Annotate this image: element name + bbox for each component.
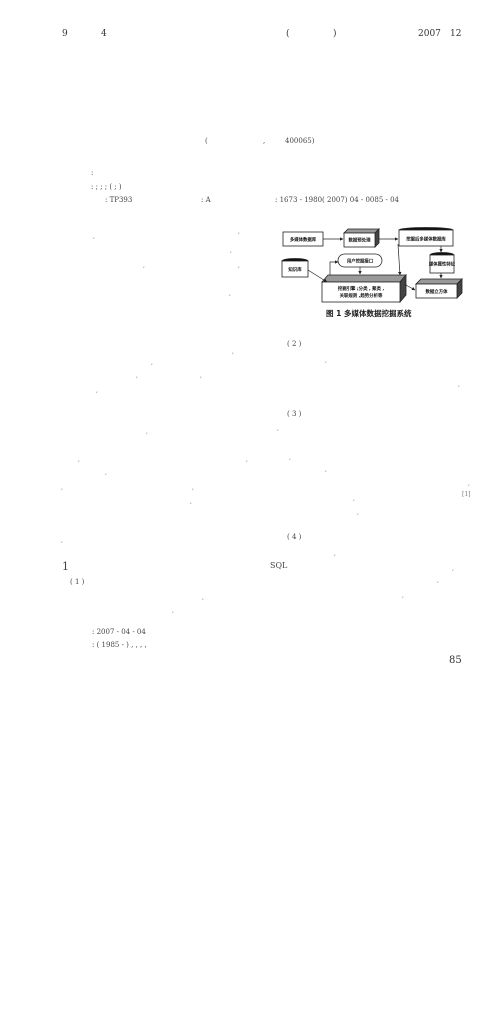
punct-mark: , (105, 469, 107, 476)
punct-mark: , (230, 247, 232, 254)
punct-mark: , (93, 233, 95, 240)
sql-term: SQL (270, 561, 288, 570)
punct-mark: , (334, 550, 336, 557)
punct-mark: , (146, 428, 148, 435)
punct-mark: , (437, 577, 439, 584)
punct-mark: , (402, 592, 404, 599)
punct-mark: , (200, 372, 202, 379)
punct-mark: , (325, 466, 327, 473)
arrow-kb-to-engine (307, 269, 328, 283)
punct-mark: , (202, 594, 204, 601)
punct-mark: , (229, 290, 231, 297)
punct-mark: , (246, 456, 248, 463)
header-paren-open: ( (286, 29, 290, 39)
punct-mark: , (172, 607, 174, 614)
figure-1-caption: 图 1 多媒体数据挖掘系统 (326, 309, 412, 318)
document-code: : A (201, 196, 211, 204)
punct-mark: , (96, 387, 98, 394)
header-year: 2007 (418, 29, 441, 39)
punct-mark: , (325, 357, 327, 364)
label-mined-db: 挖掘后多媒体数据库 (406, 236, 446, 243)
punct-mark: , (192, 484, 194, 491)
received-date: : 2007 - 04 - 04 (92, 628, 146, 636)
section-1: ( 1 ) (70, 578, 85, 586)
punct-mark: , (61, 537, 63, 544)
punct-mark: , (190, 498, 192, 505)
header-month: 12 (450, 29, 462, 39)
header-issue: 4 (101, 29, 107, 39)
label-preprocess: 数据预处理 (349, 237, 372, 244)
abstract-marker: : (91, 169, 94, 177)
punct-mark: , (353, 495, 355, 502)
label-user-interface: 用户挖掘接口 (347, 258, 373, 265)
affiliation-comma: , (263, 137, 266, 145)
punct-mark: , (357, 509, 359, 516)
label-media-features: 媒体属性特征 (428, 261, 456, 268)
section-3: ( 3 ) (287, 410, 302, 418)
media-features-node (429, 254, 455, 274)
data-cube-node (415, 283, 458, 299)
arrow-mined-to-engine (397, 243, 402, 276)
arrow-engine-to-cube (403, 283, 416, 291)
mining-engine-node (321, 281, 401, 303)
label-multimedia-db: 多媒体数据库 (290, 236, 317, 243)
label-data-cube: 数据立方体 (426, 288, 449, 295)
punct-mark: , (61, 484, 63, 491)
punct-mark: , (143, 262, 145, 269)
keywords-line: : ; ; ; ( ; ) (91, 183, 122, 191)
punct-mark: , (151, 359, 153, 366)
page-number: 85 (449, 655, 462, 666)
knowledge-base-node (281, 260, 309, 278)
affiliation-paren: ( (205, 137, 208, 145)
citation-ref: [1] (462, 491, 471, 498)
heading-1: 1 (62, 560, 69, 573)
clc-number: : TP393 (105, 196, 133, 204)
punct-mark: , (468, 480, 470, 487)
preprocess-node (343, 232, 376, 248)
punct-mark: , (452, 565, 454, 572)
punct-mark: , (238, 262, 240, 269)
label-engine-line2: 关联规则 ,趋势分析等 (340, 292, 383, 299)
label-engine-line1: 挖掘引擎 ;分类 , 聚类 , (338, 285, 385, 292)
article-id: : 1673 - 1980( 2007) 04 - 0085 - 04 (275, 196, 400, 204)
section-2: ( 2 ) (287, 340, 302, 348)
label-knowledge-base: 知识库 (288, 266, 302, 273)
section-4: ( 4 ) (287, 533, 302, 541)
punct-mark: , (289, 454, 291, 461)
header-paren-close: ) (333, 29, 337, 39)
affiliation-postcode: 400065) (285, 137, 315, 145)
punct-mark: , (232, 348, 234, 355)
punct-mark: , (458, 381, 460, 388)
author-info: : ( 1985 - ) , , , , (92, 641, 147, 649)
punct-mark: , (277, 425, 279, 432)
header-volume: 9 (62, 29, 68, 39)
punct-mark: , (238, 228, 240, 235)
punct-mark: , (78, 456, 80, 463)
punct-mark: , (136, 372, 138, 379)
mined-db-node (398, 229, 454, 247)
figure-1-diagram: 多媒体数据库 数据预处理 挖掘后多媒体数据库 用户挖掘接口 知识库 媒体属性特征… (281, 227, 463, 304)
arrow-engine-to-interface (329, 260, 339, 275)
